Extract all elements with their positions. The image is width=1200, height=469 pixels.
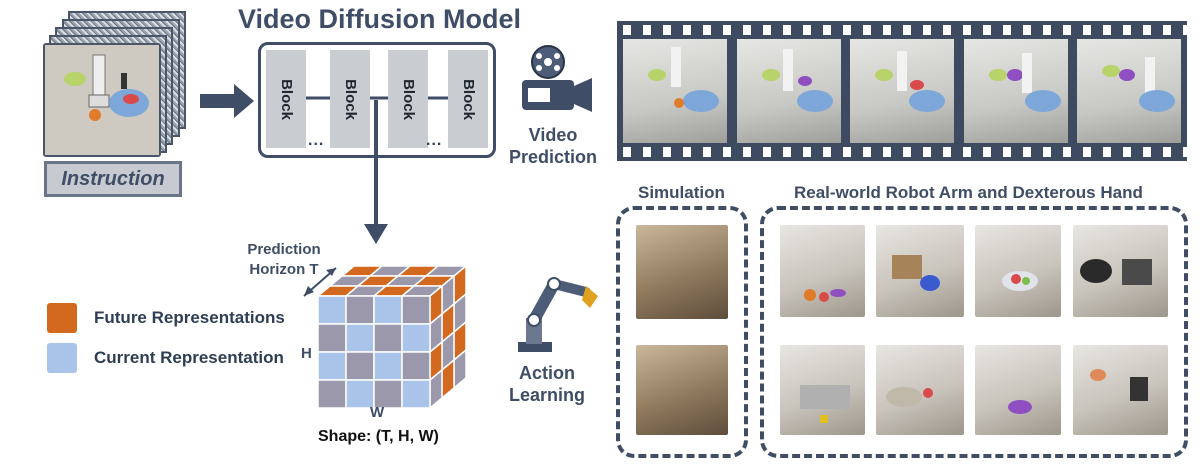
input-scene-image [43, 43, 161, 157]
video-prediction-label: Video Prediction [508, 125, 597, 167]
cube-front-cell [373, 351, 403, 381]
ellipsis-2: ... [426, 132, 443, 149]
film-holes-top [617, 25, 1187, 35]
cube-front-cell [317, 295, 347, 325]
cube-w-label: W [370, 404, 385, 421]
model-title: Video Diffusion Model [238, 4, 521, 34]
cube-front-cell [373, 323, 403, 353]
shape-label: Shape: (T, H, W) [318, 428, 439, 445]
cube-front-cell [373, 295, 403, 325]
block-2-label: Block [341, 78, 359, 120]
video-frame-4 [964, 39, 1068, 143]
legend-future-swatch [47, 303, 77, 333]
cube-h-label: H [301, 345, 312, 362]
action-learning-label: Action Learning [508, 363, 585, 405]
input-scene-drawing [45, 45, 159, 155]
input-to-model-arrow [200, 84, 254, 118]
block-1: Block [266, 50, 306, 148]
cube-front-cell [401, 379, 431, 409]
cube-front-cell [401, 323, 431, 353]
realworld-image-7 [975, 345, 1061, 435]
video-camera-icon [522, 45, 592, 112]
cube-front-cell [317, 323, 347, 353]
realworld-image-6 [876, 345, 964, 435]
cube-front-cell [345, 351, 375, 381]
cube-front-cell [345, 295, 375, 325]
cube-front-cell [317, 379, 347, 409]
horizon-arrow [303, 267, 337, 297]
legend-current-label: Current Representation [94, 348, 284, 367]
realworld-panel [760, 206, 1188, 458]
block-connectors [306, 96, 448, 100]
ellipsis-1: ... [308, 132, 325, 149]
realworld-image-3 [975, 225, 1061, 317]
block-4: Block [448, 50, 488, 148]
cube-front-cell [401, 295, 431, 325]
legend-future-label: Future Representations [94, 308, 285, 327]
block-4-label: Block [459, 78, 477, 120]
film-frame-contents [648, 47, 1175, 112]
cube-front-cell [317, 351, 347, 381]
realworld-title: Real-world Robot Arm and Dexterous Hand [794, 183, 1143, 202]
block-3-label: Block [399, 78, 417, 120]
realworld-image-objects [800, 255, 1152, 423]
simulation-image-1 [636, 225, 728, 319]
robot-arm-icon [518, 277, 598, 352]
cube-front-cell [345, 323, 375, 353]
legend-current-swatch [47, 343, 77, 373]
simulation-title: Simulation [638, 183, 725, 202]
prediction-horizon-label: Prediction Horizon T [247, 241, 321, 278]
block-3: Block [388, 50, 428, 148]
simulation-panel [616, 206, 748, 458]
representation-cube [315, 264, 469, 410]
realworld-image-8 [1073, 345, 1168, 435]
film-holes-bottom [617, 147, 1187, 157]
cube-front-cell [401, 351, 431, 381]
simulation-image-2 [636, 345, 728, 435]
block-1-label: Block [277, 78, 295, 120]
model-to-cube-arrow [364, 100, 388, 244]
instruction-label: Instruction [44, 161, 182, 197]
block-2: Block [330, 50, 370, 148]
